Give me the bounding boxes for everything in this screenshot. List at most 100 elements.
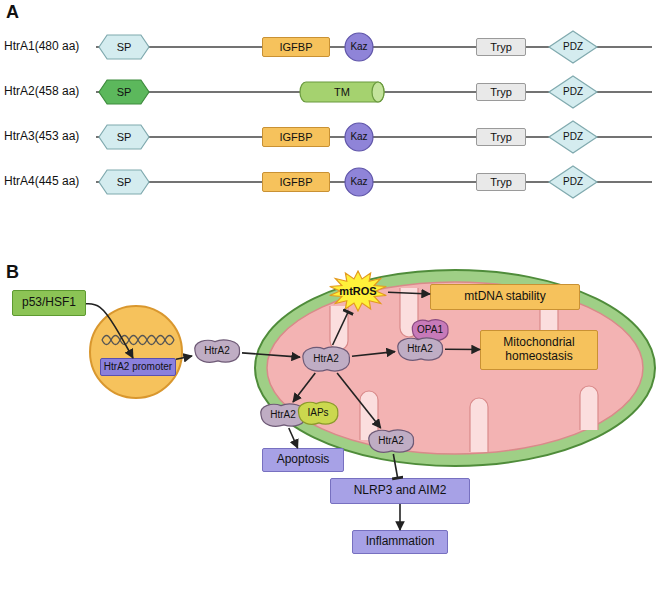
node-text: Tryp [490,41,512,54]
pdz-domain-diamond: PDZ [548,75,598,109]
node-text: IAPs [307,407,328,419]
arrow-connector [86,304,133,358]
node-text-holder: Kaz [344,122,374,152]
transmembrane-cylinder: TM [300,81,384,103]
pdz-domain-diamond-shape [549,76,597,108]
node-text: PDZ [563,131,583,143]
signal-peptide-hexagon-shape [99,125,149,149]
node-text: TM [334,86,350,99]
arrow-connector [399,504,401,530]
node-text-holder: HtrA2 [366,428,416,454]
protein-name: HtrA3(453 aa) [4,129,79,143]
node-text: HtrA2 promoter [104,361,172,373]
node-text-holder: SP [98,79,150,105]
panel-letter: B [6,262,19,284]
node-text: p53/HSF1 [22,296,76,310]
trypsin-domain-box: Tryp [476,128,526,146]
arrow-connector [388,292,430,294]
protein-name: HtrA4(445 aa) [4,174,79,188]
dna-strand [102,336,174,345]
node-text-holder: SP [98,124,150,150]
node-text: Tryp [490,131,512,144]
node-text: PDZ [563,41,583,53]
nucleus-circle [90,306,182,398]
node-text-holder: SP [98,34,150,60]
protein-blob: HtrA2 [192,338,242,364]
node-text: Inflammation [366,535,435,549]
node-text: Kaz [350,41,367,53]
node-text: SP [117,176,132,189]
node-text: Tryp [490,86,512,99]
node-text-holder: PDZ [548,120,598,154]
node-text: HtrA2 [378,435,404,447]
cylinder-end [372,82,384,102]
node-text-holder: IGFBP [263,38,329,56]
node-text-holder: IGFBP [263,173,329,191]
node-text-holder: HtrA2 [192,338,242,364]
inflammasome-box: NLRP3 and AIM2 [330,478,470,504]
protein-blob-shape [369,430,414,452]
pdz-domain-diamond: PDZ [548,165,598,199]
node-text: HtrA2 [313,353,339,365]
trypsin-domain-box: Tryp [476,38,526,56]
inhibition-connector [393,454,397,478]
igfbp-domain-box: IGFBP [262,172,330,192]
node-text: PDZ [563,176,583,188]
node-text: mtROS [339,285,376,298]
arrow-connector [445,348,480,350]
node-text: OPA1 [417,324,443,336]
protein-name: HtrA2(458 aa) [4,84,79,98]
kazal-domain-circle: Kaz [344,32,374,62]
node-text: HtrA2 [407,343,433,355]
protein-blob: HtrA2 [366,428,416,454]
outcome-box: mtDNA stability [430,284,580,310]
node-text-holder: SP [98,169,150,195]
node-text: IGFBP [279,131,312,144]
kazal-domain-circle-shape [345,123,373,151]
node-text-holder: Kaz [344,167,374,197]
ros-starburst: mtROS [328,270,388,312]
protein-blob-shape [398,338,443,360]
pdz-domain-diamond-shape [549,121,597,153]
signal-peptide-hexagon-shape [99,80,149,104]
node-text: IGFBP [279,176,312,189]
pdz-domain-diamond-shape [549,31,597,63]
node-text: SP [117,86,132,99]
node-text: Apoptosis [277,453,330,467]
trypsin-domain-box: Tryp [476,83,526,101]
arrow-connector [352,352,395,357]
outcome-box: Inflammation [352,530,448,554]
node-text-holder: Kaz [344,32,374,62]
trypsin-domain-box: Tryp [476,173,526,191]
node-text-holder: TM [300,81,384,103]
pdz-domain-diamond-shape [549,166,597,198]
outer-membrane [255,270,655,466]
node-text: NLRP3 and AIM2 [354,484,447,498]
promoter-box: HtrA2 promoter [100,358,176,376]
inhibition-connector [333,312,349,345]
node-text-holder: p53/HSF1 [13,291,85,315]
inner-membrane [267,282,643,454]
node-text: Kaz [350,176,367,188]
node-text-holder: PDZ [548,30,598,64]
transmembrane-cylinder-shape [300,82,384,102]
node-text-holder: PDZ [548,75,598,109]
node-text-holder: Tryp [477,174,525,190]
dna-strand [102,336,174,345]
node-text: PDZ [563,86,583,98]
node-text-holder: IGFBP [263,128,329,146]
iap-blob-shape [298,402,337,424]
igfbp-domain-box: IGFBP [262,127,330,147]
node-text-holder: Tryp [477,39,525,55]
mitochondrion [255,270,655,466]
node-text: Kaz [350,131,367,143]
node-text: Tryp [490,176,512,189]
signal-peptide-hexagon-shape [99,170,149,194]
kazal-domain-circle: Kaz [344,167,374,197]
node-text-holder: Tryp [477,84,525,100]
crista [580,386,598,430]
protein-blob: HtrA2 [300,345,352,373]
node-text: HtrA2 [270,409,296,421]
node-text-holder: HtrA2 promoter [101,359,175,375]
